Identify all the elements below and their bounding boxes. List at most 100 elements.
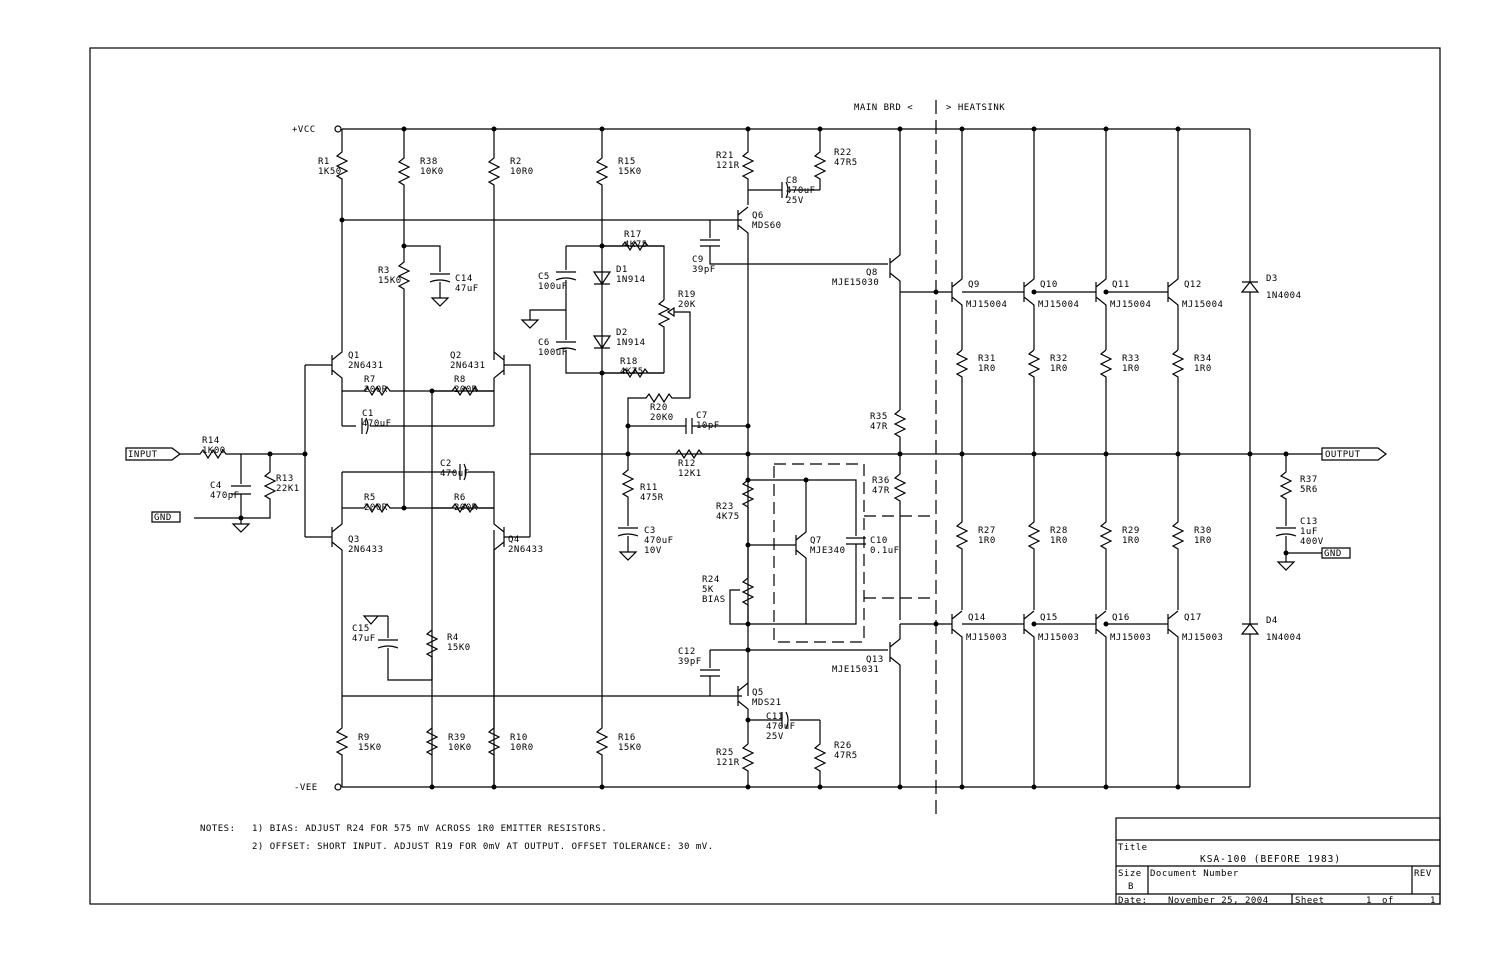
label-c9-ref: C9 (692, 255, 704, 265)
label-c4-value: 470pF (210, 491, 240, 501)
resistor-R18 (602, 367, 664, 379)
label-c6-value: 100uF (538, 348, 568, 358)
resistor-R25 (741, 743, 755, 787)
label-q5-value: MDS21 (752, 698, 782, 708)
label-r10-ref: R10 (510, 733, 528, 743)
label-r34-ref: R34 (1194, 354, 1212, 364)
potentiometer-R19 (657, 299, 691, 398)
label-r13-value: 22K1 (276, 484, 300, 494)
label-r5-ref: R5 (364, 493, 376, 503)
resistor-R22 (813, 129, 827, 190)
resistor-R7 (342, 385, 494, 397)
label-r34-value: 1R0 (1194, 364, 1212, 374)
label-r7-ref: R7 (364, 375, 376, 385)
potentiometer-R24 (729, 545, 755, 625)
label-d4-ref: D4 (1266, 616, 1278, 626)
size-label: Size (1118, 869, 1142, 879)
label-r14-ref: R14 (202, 436, 220, 446)
label-r4-value: 15K0 (447, 643, 471, 653)
label-c12-value: 39pF (678, 657, 702, 667)
cap-C12 (700, 649, 888, 696)
label-d2-value: 1N914 (616, 338, 646, 348)
label-q5-ref: Q5 (752, 688, 764, 698)
label-r11-value: 475R (640, 493, 664, 503)
label-r13-ref: R13 (276, 474, 294, 484)
label-r24-value: 5K (702, 585, 714, 595)
resistor-R13 (194, 454, 277, 519)
label-c1-ref: C1 (362, 409, 374, 419)
drawing-title: KSA-100 (BEFORE 1983) (1200, 854, 1341, 865)
label-r12-value: 12K1 (678, 469, 702, 479)
resistor-R35 (893, 409, 907, 454)
label-d3-value: 1N4004 (1266, 291, 1302, 301)
label-q9-ref: Q9 (968, 280, 980, 290)
label-d3-ref: D3 (1266, 274, 1278, 284)
diode-D1 (592, 271, 612, 286)
label-r16-value: 15K0 (618, 743, 642, 753)
label-r7-value: 200R (364, 385, 388, 395)
resistor-R20 (627, 392, 690, 426)
label-c7-value: 10pF (696, 421, 720, 431)
label-r11-ref: R11 (640, 483, 658, 493)
label-q11-ref: Q11 (1112, 280, 1130, 290)
label-c13-extra: 400V (1300, 537, 1324, 547)
output-label: OUTPUT (1325, 450, 1361, 460)
resistor-R11 (617, 426, 639, 561)
label-r21-value: 121R (716, 161, 740, 171)
label-c15-ref: C15 (352, 624, 370, 634)
label-r32-value: 1R0 (1050, 364, 1068, 374)
label-c14-value: 47uF (455, 284, 479, 294)
sheet-value: 1 (1366, 896, 1372, 906)
label-r35-ref: R35 (870, 412, 888, 422)
label-r24-extra: BIAS (702, 595, 726, 605)
resistor-R1 (335, 129, 349, 220)
label-c3-extra: 10V (644, 546, 662, 556)
label-r20-value: 20K0 (650, 413, 674, 423)
label-c5-value: 100uF (538, 282, 568, 292)
label-c7-ref: C7 (696, 411, 708, 421)
resistor-R17 (602, 240, 664, 252)
label-r18-value: 4K75 (620, 367, 644, 377)
label-r18-ref: R18 (620, 357, 638, 367)
label-q3-value: 2N6433 (348, 545, 384, 555)
diode-D2 (592, 335, 612, 350)
label-c13-value: 1uF (1300, 527, 1318, 537)
label-r22-value: 47R5 (834, 158, 858, 168)
label-q2-ref: Q2 (450, 351, 462, 361)
resistor-R26 (813, 720, 827, 787)
label-r29-value: 1R0 (1122, 536, 1140, 546)
note-1: 1) BIAS: ADJUST R24 FOR 575 mV ACROSS 1R… (252, 824, 607, 834)
label-q15-value: MJ15003 (1038, 633, 1079, 643)
label-d1-value: 1N914 (616, 275, 646, 285)
label-q4-value: 2N6433 (508, 545, 544, 555)
diode-D4 (1240, 454, 1260, 787)
label-q9-value: MJ15004 (966, 300, 1007, 310)
label-r35-value: 47R (870, 422, 888, 432)
label-r1-ref: R1 (318, 157, 330, 167)
resistor-R37 (1275, 454, 1322, 571)
label-c6-ref: C6 (538, 338, 550, 348)
label-r36-ref: R36 (872, 476, 890, 486)
heatsink-box-q7 (773, 463, 865, 643)
label-c13-ref: C13 (1300, 517, 1318, 527)
label-r3-ref: R3 (378, 266, 390, 276)
size-value: B (1128, 882, 1134, 892)
gnd-port-out (1321, 547, 1351, 559)
label-r29-ref: R29 (1122, 526, 1140, 536)
label-r31-ref: R31 (978, 354, 996, 364)
label-r9-value: 15K0 (358, 743, 382, 753)
notes-label: NOTES: (200, 824, 236, 834)
label-r22-ref: R22 (834, 148, 852, 158)
transistor-Q5 (737, 682, 749, 744)
label-r8-value: 200R (454, 385, 478, 395)
sheets-value: 1 (1430, 896, 1436, 906)
board-split-right: > HEATSINK (946, 103, 1005, 113)
vcc-label: +VCC (292, 125, 316, 135)
label-r23-value: 4K75 (716, 512, 740, 522)
resistor-R15 (595, 129, 609, 787)
label-c2-ref: C2 (440, 459, 452, 469)
resistor-R10 (487, 530, 501, 787)
label-r17-ref: R17 (624, 230, 642, 240)
